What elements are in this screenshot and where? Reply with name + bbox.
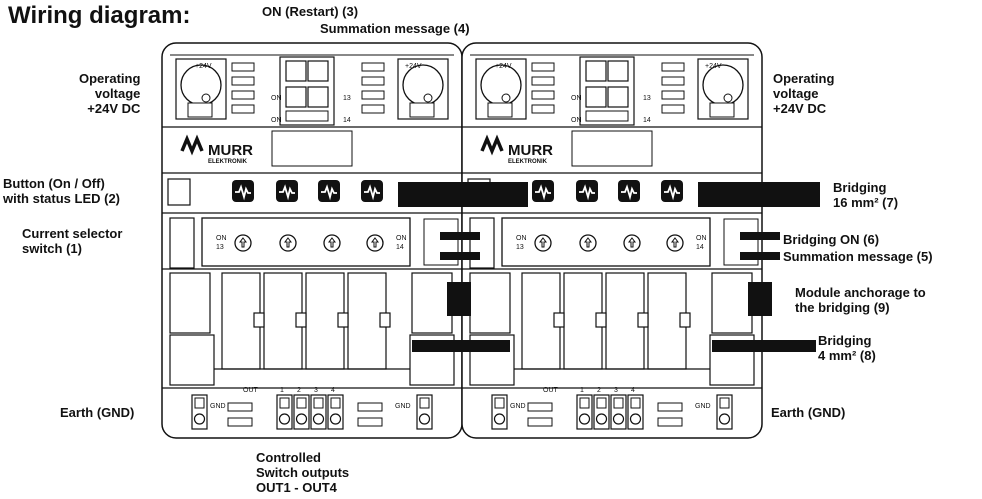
v24-label-2: +24V — [405, 63, 422, 70]
gnd-label-2: GND — [395, 403, 411, 410]
brand-sub-right: ELEKTRONIK — [508, 159, 548, 165]
t14-label-2: 14 — [643, 117, 651, 124]
gnd-label-3: GND — [510, 403, 526, 410]
current-selector-switch-8 — [666, 234, 684, 252]
bridging-16-right — [698, 182, 820, 207]
current-selector-switch-6 — [579, 234, 597, 252]
status-led-button-2 — [275, 179, 299, 203]
current-selector-switch-5 — [534, 234, 552, 252]
on-label-2: ON — [271, 117, 282, 124]
current-selector-switch-7 — [623, 234, 641, 252]
status-led-button-1 — [231, 179, 255, 203]
strip-on-3: ON — [516, 235, 527, 242]
bridging-4-right — [712, 340, 816, 352]
ch2-right: 2 — [597, 387, 601, 394]
label-button-status-led: Button (On / Off)with status LED (2) — [3, 176, 121, 206]
out-label-left: OUT — [243, 387, 259, 394]
anchorage-block-right — [748, 282, 772, 316]
ch3-right: 3 — [614, 387, 618, 394]
status-led-button-3 — [317, 179, 341, 203]
label-summation-message-top: Summation message (4) — [320, 21, 470, 36]
strip-on-4: ON — [696, 235, 707, 242]
status-led-button-6 — [575, 179, 599, 203]
ch4-left: 4 — [331, 387, 335, 394]
ch4-right: 4 — [631, 387, 635, 394]
current-selector-switch-4 — [366, 234, 384, 252]
status-led-button-5 — [531, 179, 555, 203]
status-led-button-4 — [360, 179, 384, 203]
label-bridging-on: Bridging ON (6) — [783, 232, 880, 247]
bridging-16-left — [398, 182, 528, 207]
status-led-button-8 — [660, 179, 684, 203]
t13-label-2: 13 — [643, 95, 651, 102]
v24-label-3: +24V — [495, 63, 512, 70]
strip-14-2: 14 — [696, 244, 704, 251]
on-label-4: ON — [571, 117, 582, 124]
gnd-label-4: GND — [695, 403, 711, 410]
v24-label-4: +24V — [705, 63, 722, 70]
ch2-left: 2 — [297, 387, 301, 394]
current-selector-switch-1 — [234, 234, 252, 252]
strip-on-2: ON — [396, 235, 407, 242]
brand-logo-right: MURR — [508, 142, 553, 159]
out-label-right: OUT — [543, 387, 559, 394]
strip-14-1: 14 — [396, 244, 404, 251]
t13-label-1: 13 — [343, 95, 351, 102]
bridging-on-left — [440, 232, 480, 240]
current-selector-switch-3 — [323, 234, 341, 252]
on-label-3: ON — [571, 95, 582, 102]
v24-label-1: +24V — [195, 63, 212, 70]
strip-13-2: 13 — [516, 244, 524, 251]
strip-on-1: ON — [216, 235, 227, 242]
brand-sub-left: ELEKTRONIK — [208, 159, 248, 165]
ch3-left: 3 — [314, 387, 318, 394]
bridging-4-left — [412, 340, 510, 352]
label-earth-right: Earth (GND) — [771, 405, 846, 420]
gnd-label-1: GND — [210, 403, 226, 410]
current-selector-switch-2 — [279, 234, 297, 252]
summation-bridge-left — [440, 252, 480, 260]
brand-logo-left: MURR — [208, 142, 253, 159]
module-left — [162, 43, 462, 438]
ch1-left: 1 — [280, 387, 284, 394]
on-label-1: ON — [271, 95, 282, 102]
ch1-right: 1 — [580, 387, 584, 394]
module-right — [462, 43, 762, 438]
label-on-restart: ON (Restart) (3) — [262, 4, 359, 19]
label-summation-message-right: Summation message (5) — [783, 249, 933, 264]
summation-bridge-right — [740, 252, 780, 260]
diagram-title: Wiring diagram: — [8, 2, 191, 29]
t14-label-1: 14 — [343, 117, 351, 124]
label-earth-left: Earth (GND) — [60, 405, 135, 420]
anchorage-block-left — [447, 282, 471, 316]
status-led-button-7 — [617, 179, 641, 203]
strip-13-1: 13 — [216, 244, 224, 251]
bridging-on-right — [740, 232, 780, 240]
